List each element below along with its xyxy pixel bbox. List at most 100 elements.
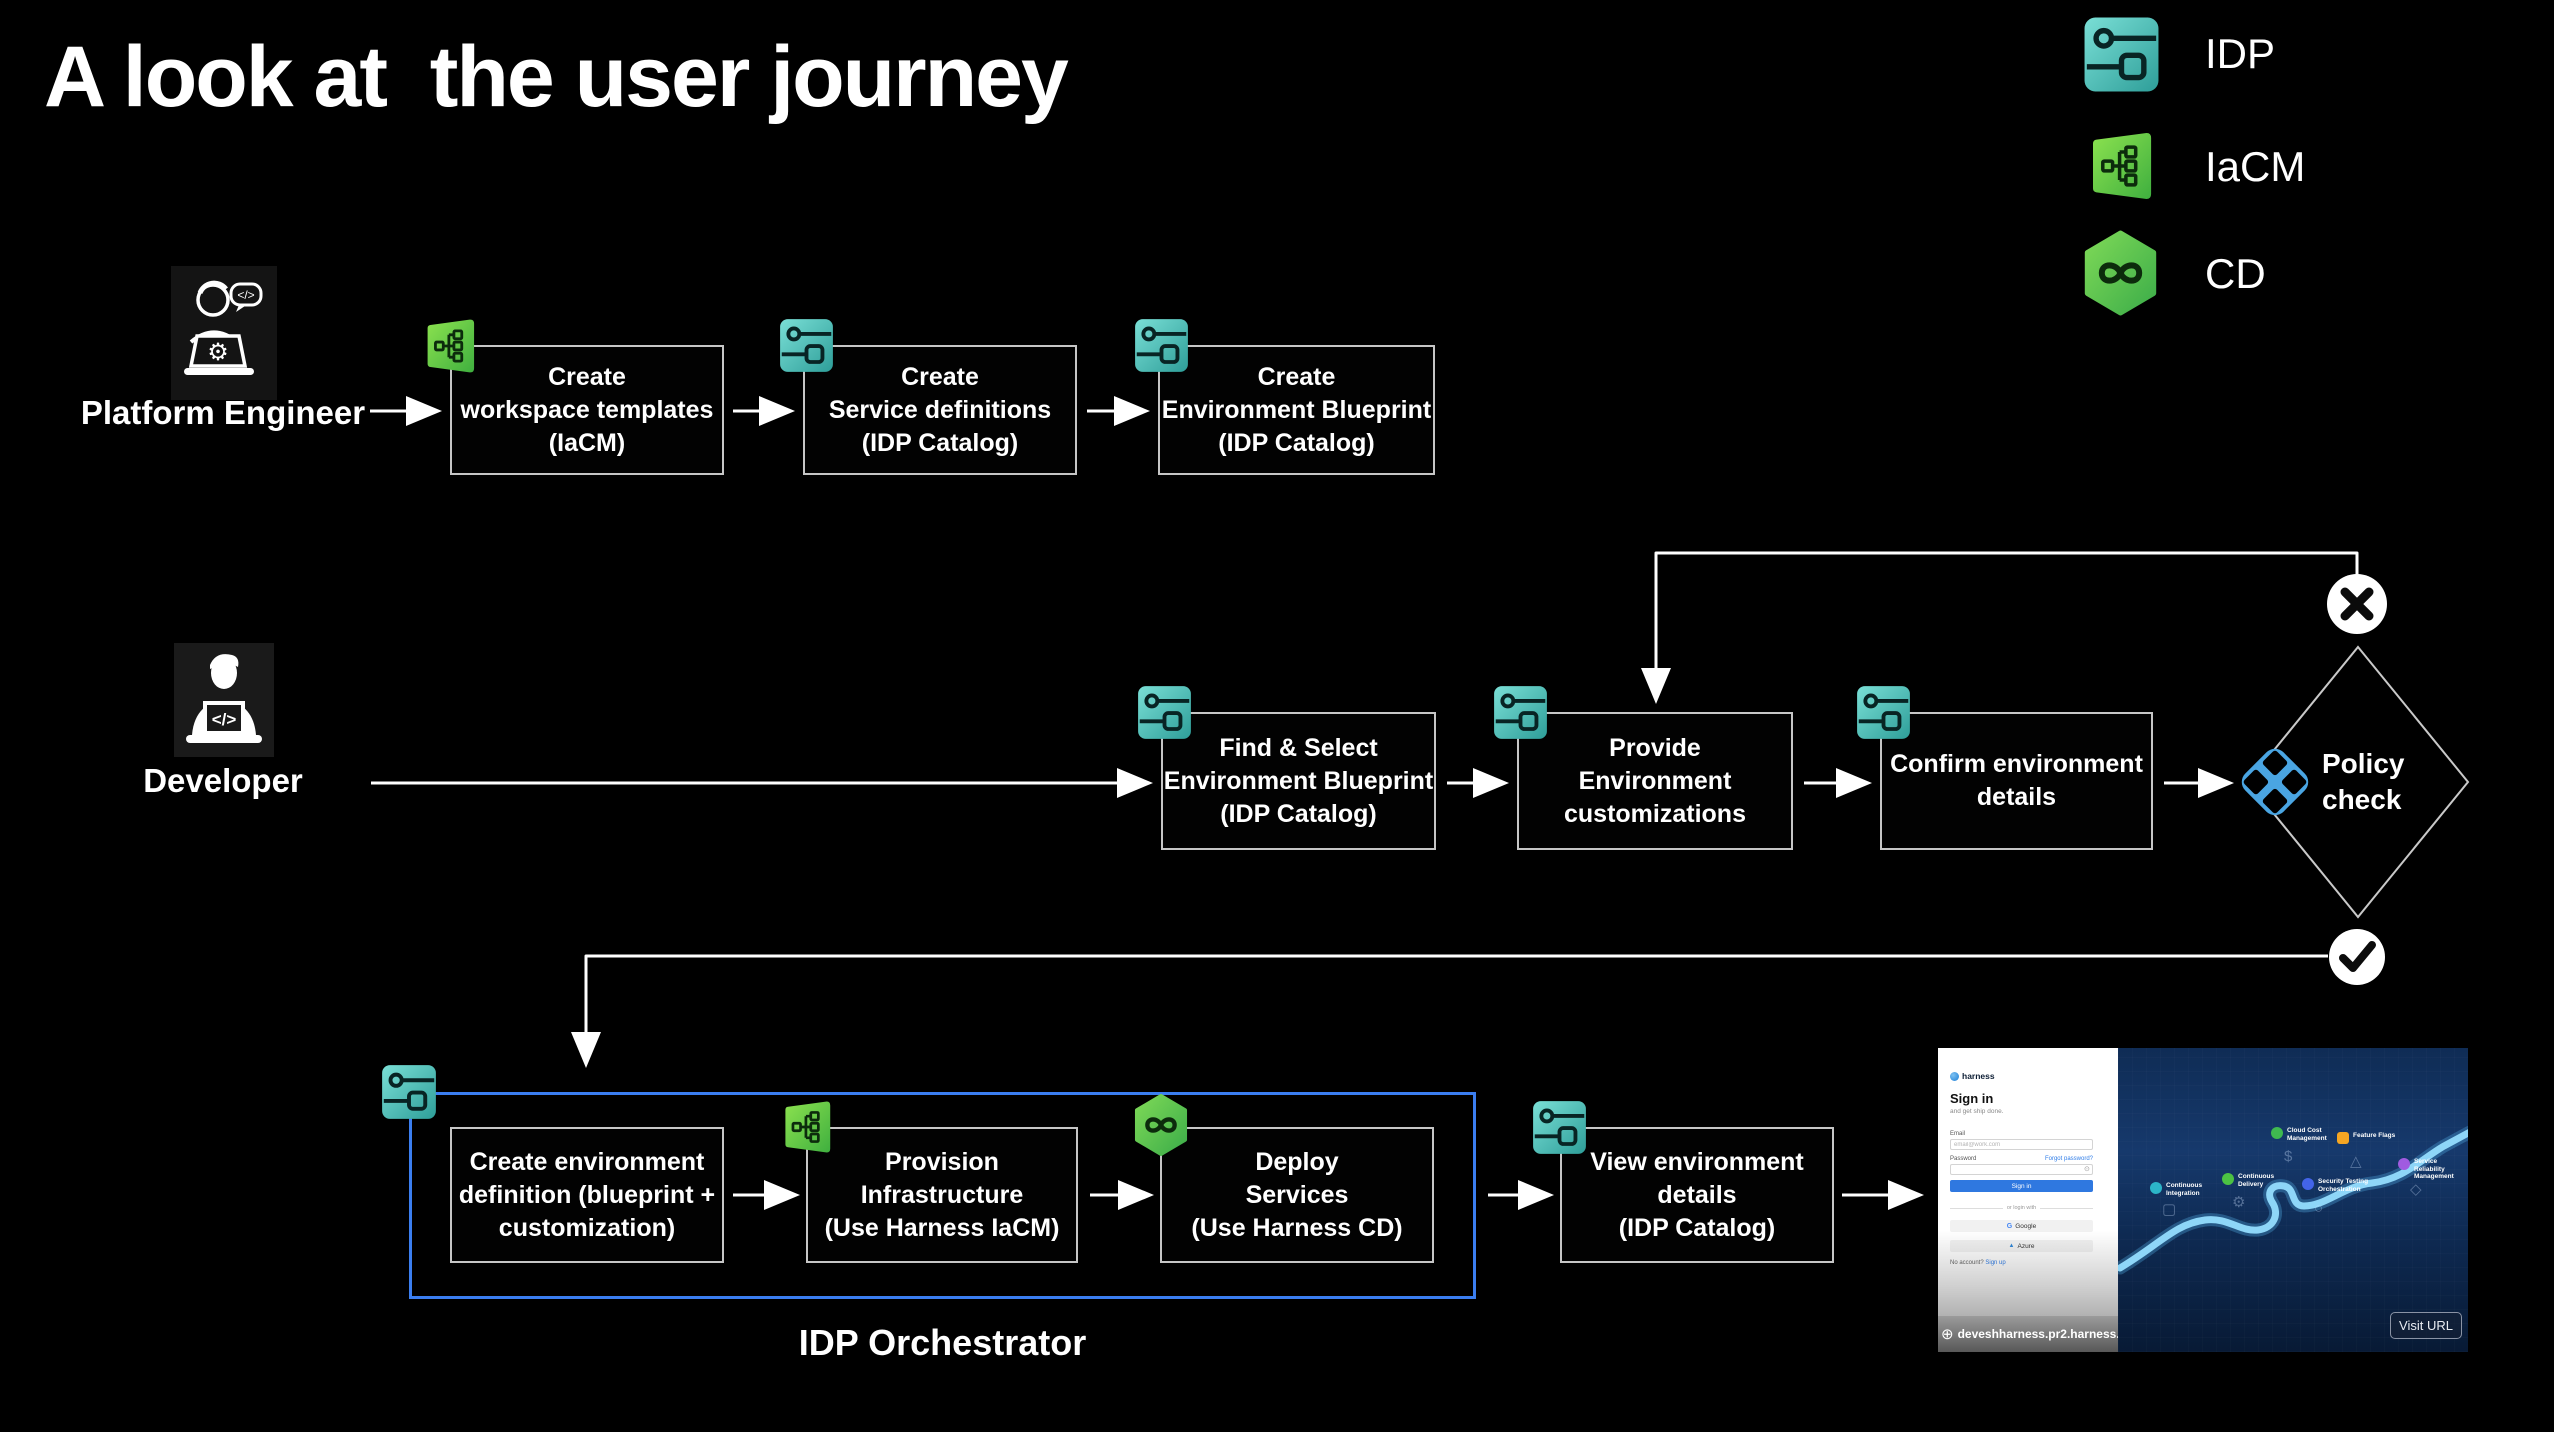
harness-logo-icon: [1950, 1071, 1959, 1081]
ccm-icon: [2271, 1127, 2283, 1139]
idp-icon: [1137, 685, 1192, 740]
flow-box-provision-infrastructure: Provision Infrastructure (Use Harness Ia…: [806, 1127, 1078, 1263]
box-line: customizations: [1564, 799, 1746, 828]
product-label: Security Testing: [2318, 1178, 2369, 1185]
google-button-label: Google: [2015, 1222, 2037, 1230]
flow-box-create-environment-definition: Create environment definition (blueprint…: [450, 1127, 724, 1263]
policy-check-diamond: [2246, 645, 2470, 919]
email-label: Email: [1950, 1131, 1966, 1137]
srm-icon: [2398, 1158, 2410, 1170]
box-line: Create environment: [469, 1147, 705, 1176]
forgot-password-link[interactable]: Forgot password?: [2044, 1156, 2093, 1162]
policy-check-label: Policy check: [2322, 746, 2462, 818]
signin-panel: harness Sign in and get ship done. Email…: [1938, 1048, 2130, 1352]
product-label: Management: [2287, 1134, 2327, 1142]
flow-box-confirm-environment-details: Confirm environment details: [1880, 712, 2153, 850]
google-signin-button[interactable]: G Google: [1950, 1220, 2093, 1232]
flow-box-view-environment-details: View environment details (IDP Catalog): [1560, 1127, 1834, 1263]
box-line: (IDP Catalog): [861, 428, 1019, 457]
idp-orchestrator-container: [409, 1092, 1476, 1299]
product-sketch-icon: ▢: [2162, 1201, 2177, 1218]
product-label: Service Reliability: [2414, 1158, 2445, 1173]
globe-icon: ⊕: [1941, 1326, 1954, 1343]
cd-dot-icon: [2222, 1173, 2234, 1185]
flow-box-provide-customizations: Provide Environment customizations: [1517, 712, 1793, 850]
legend-label-idp: IDP: [2205, 30, 2276, 77]
box-line: customization): [498, 1213, 676, 1242]
box-line: definition (blueprint +: [458, 1180, 716, 1209]
iacm-icon: [2086, 118, 2156, 214]
divider-text: or login with: [2006, 1205, 2037, 1211]
box-line: (Use Harness CD): [1191, 1213, 1403, 1242]
box-line: Infrastructure: [860, 1180, 1024, 1209]
sto-icon: [2302, 1178, 2314, 1190]
flow-box-find-select-blueprint: Find & Select Environment Blueprint (IDP…: [1161, 712, 1436, 850]
flow-box-create-service-definitions: Create Service definitions (IDP Catalog): [803, 345, 1077, 475]
password-eye-icon[interactable]: ⊙: [2084, 1166, 2090, 1173]
product-feature-flags: Feature Flags: [2337, 1132, 2395, 1144]
product-label: Cloud Cost: [2287, 1127, 2322, 1134]
harness-logo: harness: [1950, 1071, 2093, 1081]
no-account-text: No account?: [1950, 1260, 1984, 1266]
idp-icon: [1856, 685, 1911, 740]
product-label: Orchestration: [2318, 1185, 2361, 1193]
idp-icon: [2083, 16, 2160, 93]
product-sketch-icon: ○: [2314, 1200, 2324, 1217]
box-line: Provision: [885, 1147, 999, 1176]
signin-button[interactable]: Sign in: [1950, 1180, 2093, 1192]
box-line: Service definitions: [828, 395, 1052, 424]
box-line: Find & Select: [1219, 733, 1378, 762]
platform-engineer-icon: [171, 266, 277, 400]
iacm-icon: [780, 1098, 834, 1156]
product-sketch-icon: △: [2350, 1153, 2362, 1170]
product-label: Integration: [2166, 1189, 2200, 1197]
idp-icon: [779, 318, 834, 373]
box-line: (Use Harness IaCM): [824, 1213, 1060, 1242]
product-sketch-icon: ⚙: [2232, 1194, 2246, 1211]
ff-icon: [2337, 1132, 2349, 1144]
legend-label-cd: CD: [2205, 250, 2266, 297]
flow-box-deploy-services: Deploy Services (Use Harness CD): [1160, 1127, 1434, 1263]
flow-box-create-environment-blueprint: Create Environment Blueprint (IDP Catalo…: [1158, 345, 1435, 475]
azure-button-label: Azure: [2017, 1242, 2035, 1250]
product-label: Continuous: [2166, 1182, 2203, 1189]
box-line: Create: [1257, 362, 1336, 391]
signin-divider: or login with: [1950, 1205, 2094, 1211]
box-line: Create: [548, 362, 626, 391]
developer-icon: [174, 643, 274, 757]
box-line: (IDP Catalog): [1218, 428, 1375, 457]
password-field[interactable]: [1950, 1164, 2093, 1175]
google-icon: G: [2006, 1222, 2013, 1230]
cd-icon: [1130, 1094, 1192, 1156]
policy-check-line: check: [2322, 784, 2402, 815]
box-line: Environment Blueprint: [1163, 766, 1434, 795]
azure-icon: ▲: [2008, 1243, 2015, 1249]
policy-engine-icon: [2241, 748, 2309, 816]
box-line: (IaCM): [548, 428, 626, 457]
policy-pass-line: [571, 954, 2328, 1068]
product-label: Feature Flags: [2353, 1132, 2396, 1139]
azure-signin-button[interactable]: ▲ Azure: [1950, 1240, 2093, 1252]
signup-link[interactable]: Sign up: [1985, 1260, 2006, 1266]
email-field[interactable]: [1950, 1139, 2093, 1150]
box-line: Confirm environment: [1890, 750, 2143, 778]
url-bar: ⊕ deveshharness.pr2.harness.io: [1938, 1316, 2130, 1352]
product-label: Continuous: [2238, 1173, 2275, 1180]
harness-logo-text: harness: [1962, 1071, 1995, 1081]
visit-url-button[interactable]: Visit URL: [2390, 1312, 2462, 1339]
legend-label-iacm: IaCM: [2205, 143, 2306, 190]
policy-check-line: Policy: [2322, 748, 2405, 779]
idp-icon: [381, 1064, 437, 1120]
box-line: Deploy: [1255, 1147, 1339, 1176]
product-label: Management: [2414, 1173, 2454, 1180]
harness-signin-screenshot: harness Sign in and get ship done. Email…: [1938, 1048, 2468, 1352]
cd-icon: [2078, 227, 2163, 319]
platform-engineer-label: Platform Engineer: [80, 394, 366, 431]
signin-subheading: and get ship done.: [1950, 1108, 2004, 1115]
box-line: details: [1976, 783, 2057, 811]
